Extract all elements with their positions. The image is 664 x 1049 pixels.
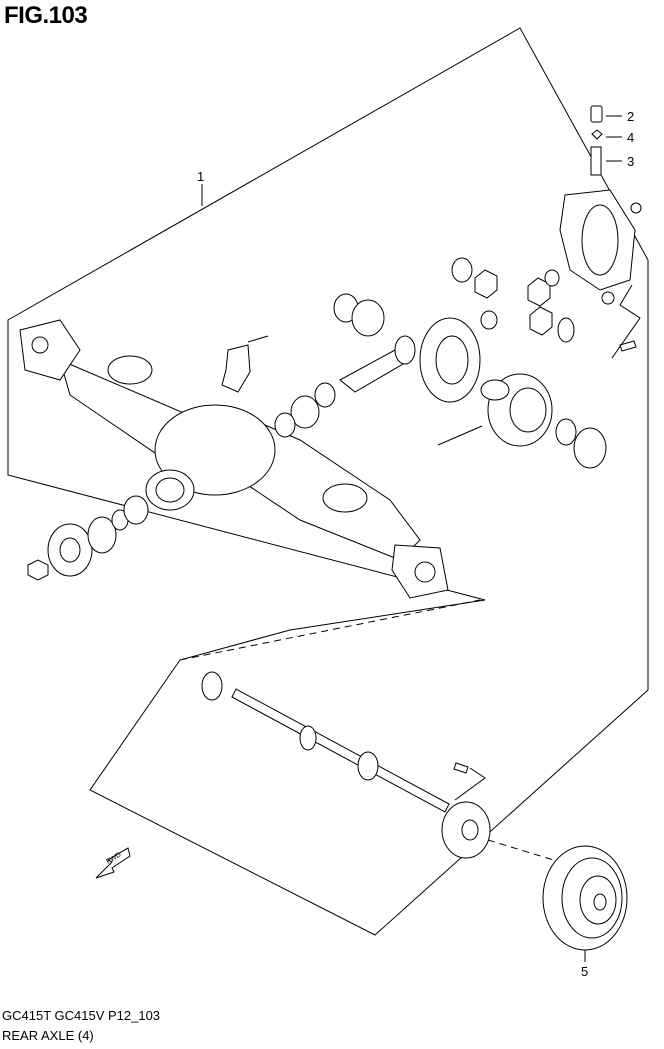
assembly-outline <box>7 27 649 936</box>
brake-drum[interactable] <box>542 845 628 951</box>
cover-bolt-leader <box>611 284 641 359</box>
callout-4: 4 <box>627 130 634 145</box>
hub-bolt-leader <box>454 767 486 801</box>
drive-pinion-group[interactable] <box>274 335 416 438</box>
breather-nut[interactable] <box>591 129 603 140</box>
breather-pipe[interactable] <box>590 146 602 176</box>
figure-caption-models: GC415T GC415V P12_103 <box>2 1008 161 1023</box>
housing-bracket[interactable] <box>221 344 251 393</box>
differential-case[interactable] <box>437 373 553 447</box>
hub-bolt[interactable] <box>453 762 469 774</box>
callout-3: 3 <box>627 154 634 169</box>
center-line-lower <box>487 839 561 863</box>
cover-bolt[interactable] <box>619 340 637 352</box>
breather-cap[interactable] <box>590 105 603 123</box>
side-bearings[interactable] <box>333 293 607 469</box>
center-line-upper <box>179 599 481 661</box>
callout-2: 2 <box>627 109 634 124</box>
pinion-gears[interactable] <box>451 257 575 343</box>
figure-caption-name: REAR AXLE (4) <box>2 1028 94 1043</box>
ring-gear[interactable] <box>419 317 481 403</box>
figure-title: FIG.103 <box>4 2 88 29</box>
pinion-flange-group[interactable] <box>27 495 149 581</box>
axle-shaft[interactable] <box>201 671 491 859</box>
callout-1: 1 <box>197 169 204 184</box>
fwd-direction-arrow <box>95 847 131 879</box>
bracket-bolt <box>247 335 269 343</box>
callout-5: 5 <box>581 964 588 979</box>
differential-cover[interactable] <box>559 189 642 305</box>
axle-housing[interactable] <box>19 319 449 599</box>
